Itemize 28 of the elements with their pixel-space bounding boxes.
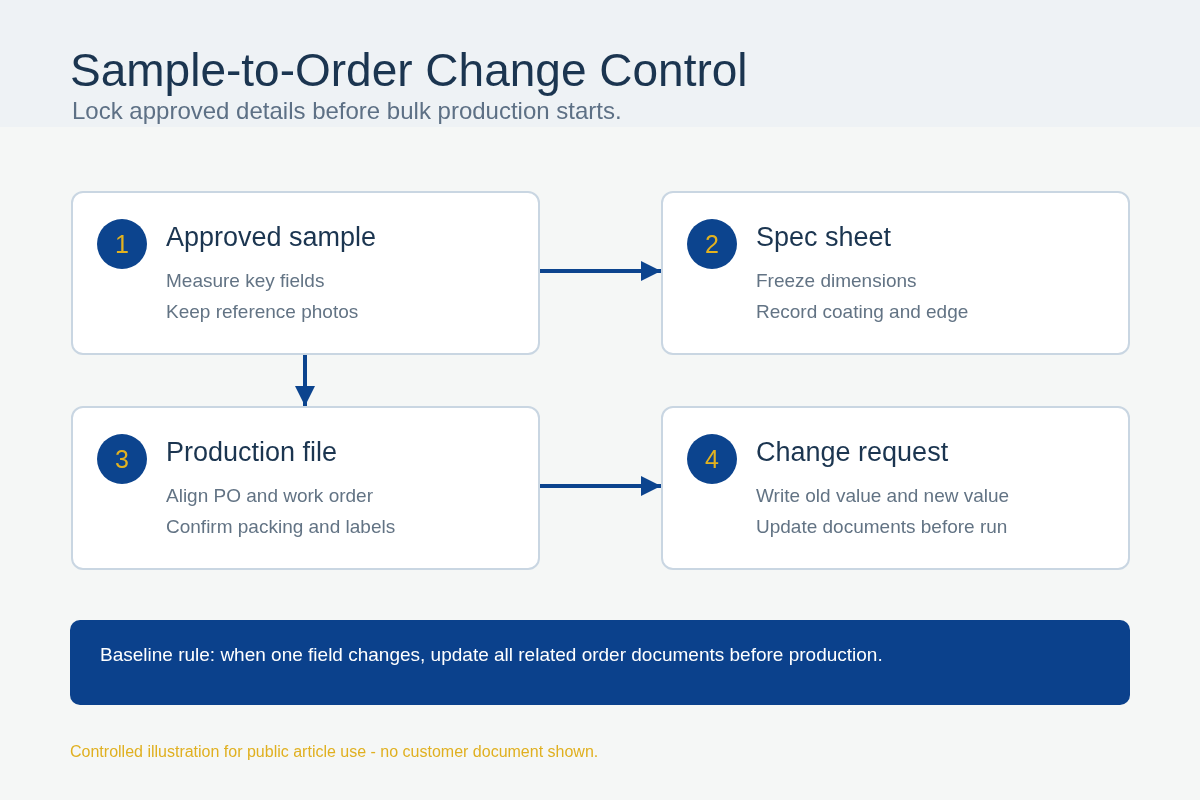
step-detail: Update documents before run xyxy=(756,515,1008,539)
step-detail: Confirm packing and labels xyxy=(166,515,396,539)
step-heading: Production file xyxy=(166,436,338,469)
step-heading: Change request xyxy=(756,436,949,469)
arrow xyxy=(540,261,661,281)
step-number-circle: 2 xyxy=(687,219,737,269)
step-detail: Freeze dimensions xyxy=(756,269,917,293)
step-detail: Align PO and work order xyxy=(166,484,373,508)
step-number-circle: 4 xyxy=(687,434,737,484)
step-card xyxy=(71,406,540,570)
diagram-title: Sample-to-Order Change Control xyxy=(70,44,748,96)
step-card xyxy=(661,191,1130,355)
footnote: Controlled illustration for public article use - no customer document shown. xyxy=(70,742,599,762)
step-detail: Keep reference photos xyxy=(166,300,359,324)
arrow xyxy=(295,355,315,406)
step-heading: Spec sheet xyxy=(756,221,892,254)
step-detail: Measure key fields xyxy=(166,269,325,293)
step-heading: Approved sample xyxy=(166,221,377,254)
rule-banner xyxy=(70,620,1130,705)
step-number-circle: 1 xyxy=(97,219,147,269)
step-detail: Write old value and new value xyxy=(756,484,1010,508)
rule-text: Baseline rule: when one field changes, update all related order documents before production. xyxy=(100,643,883,667)
step-card xyxy=(71,191,540,355)
arrow xyxy=(540,476,661,496)
subtitle: Lock approved details before bulk production starts. xyxy=(72,97,622,125)
step-detail: Record coating and edge xyxy=(756,300,969,324)
step-card xyxy=(661,406,1130,570)
step-number-circle: 3 xyxy=(97,434,147,484)
